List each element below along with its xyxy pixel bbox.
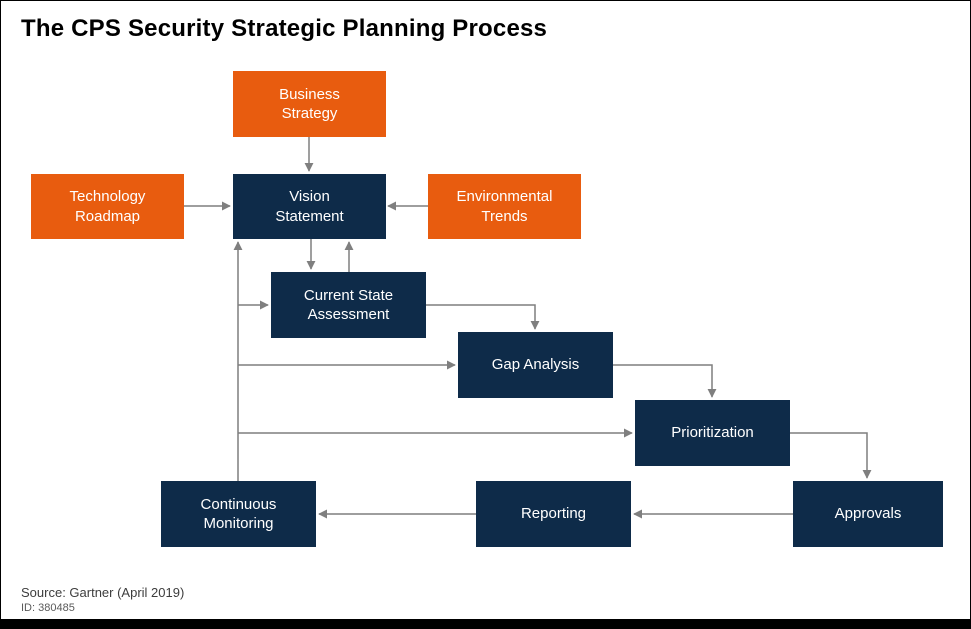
bottom-bar — [1, 619, 970, 628]
node-vision-statement-label: Vision Statement — [275, 188, 344, 225]
node-technology-roadmap-label: Technology Roadmap — [69, 188, 146, 225]
node-gap-analysis-label: Gap Analysis — [491, 356, 580, 374]
node-business-strategy: Business Strategy — [233, 71, 386, 137]
node-continuous-monitoring-label: Continuous Monitoring — [200, 495, 277, 533]
arrow-prioritization-to-approvals — [790, 432, 872, 479]
node-prioritization: Prioritization — [635, 400, 790, 466]
node-reporting-label: Reporting — [520, 505, 587, 523]
node-approvals-label: Approvals — [834, 505, 902, 523]
arrow-gap-analysis-to-prioritization — [613, 364, 717, 398]
node-environmental-trends-label: Environmental Trends — [456, 188, 553, 225]
node-current-state-assessment: Current State Assessment — [271, 272, 426, 338]
node-business-strategy-label: Business Strategy — [279, 85, 340, 123]
node-vision-statement: Vision Statement — [233, 174, 386, 239]
node-technology-roadmap: Technology Roadmap — [31, 174, 184, 239]
node-approvals: Approvals — [793, 481, 943, 547]
node-continuous-monitoring: Continuous Monitoring — [161, 481, 316, 547]
node-current-state-assessment-label: Current State Assessment — [303, 286, 394, 324]
node-environmental-trends: Environmental Trends — [428, 174, 581, 239]
source-note: Source: Gartner (April 2019) — [21, 585, 185, 600]
document-id: ID: 380485 — [21, 602, 75, 614]
node-reporting: Reporting — [476, 481, 631, 547]
page-title: The CPS Security Strategic Planning Proc… — [21, 15, 548, 42]
node-prioritization-label: Prioritization — [671, 424, 754, 442]
arrow-current-state-to-gap-analysis — [426, 304, 540, 330]
node-gap-analysis: Gap Analysis — [458, 332, 613, 398]
